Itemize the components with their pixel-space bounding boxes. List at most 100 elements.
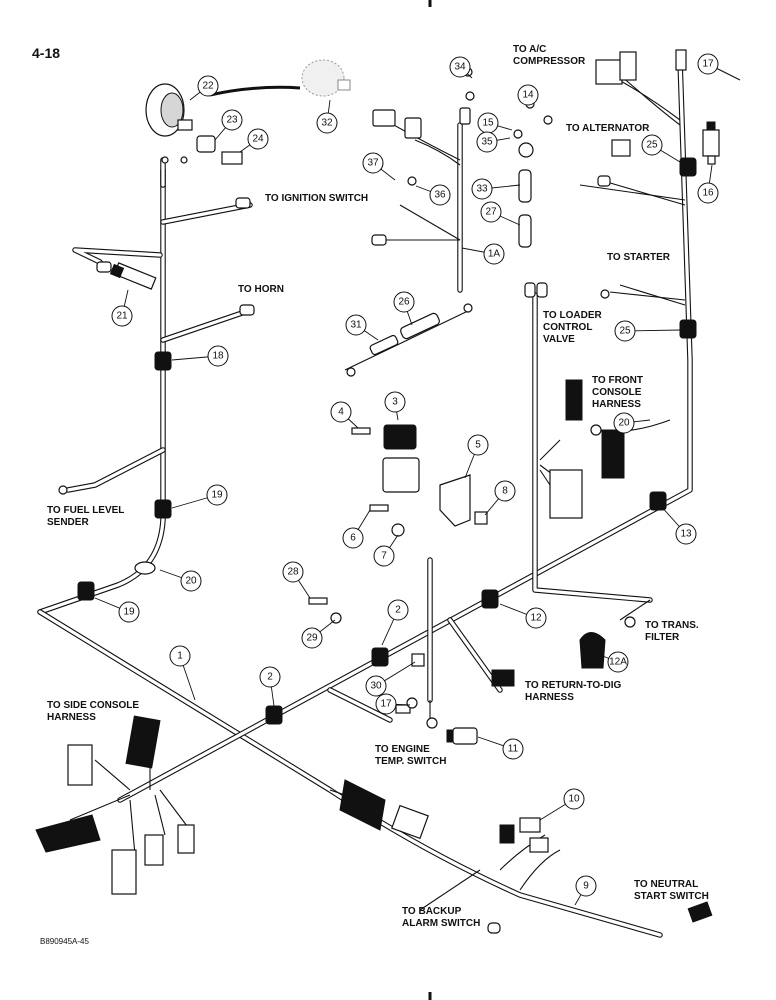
callout-circle [517,84,539,106]
callout-circle [316,112,338,134]
svg-text:TO A/C: TO A/C [513,44,546,55]
svg-text:VALVE: VALVE [543,334,575,345]
nut-8 [474,511,488,525]
side-console-connectors [35,715,195,895]
svg-text:TO FRONT: TO FRONT [592,375,643,386]
callout-number: 27 [485,207,497,218]
callout-circle [607,651,629,673]
callout-number: 1A [488,249,501,260]
horn-lead [209,85,301,97]
callout-number: 3 [392,397,398,408]
callout-number: 32 [321,118,333,129]
callout-number: 2 [395,605,401,616]
callout-circle [525,607,547,629]
callout-circle [483,243,505,265]
callout-28: 28 [282,561,311,599]
callout-circle [471,178,493,200]
callout-15: 15 [477,112,513,134]
label-to-alternator: TO ALTERNATOR [566,123,650,134]
svg-text:SENDER: SENDER [47,517,89,528]
svg-text:TO ALTERNATOR: TO ALTERNATOR [566,123,650,134]
callout-circle [180,570,202,592]
callout-circle [362,152,384,174]
callout-circle [342,527,364,549]
callout-circle [207,345,229,367]
callout-number: 2 [267,672,273,683]
callout-number: 30 [370,681,382,692]
callout-1: 1 [169,645,196,701]
callout-number: 19 [123,607,135,618]
callout-circle [111,305,133,327]
callout-circle [575,875,597,897]
callout-16: 16 [697,164,719,204]
callout-number: 35 [481,137,493,148]
switch-16 [702,121,720,165]
callout-number: 23 [226,115,238,126]
spring-26-31 [344,309,471,371]
callout-circle [476,131,498,153]
callout-number: 12 [530,613,542,624]
callout-number: 20 [185,576,197,587]
clamp-12 [481,589,499,609]
callout-number: 24 [252,134,264,145]
callout-36: 36 [415,184,451,206]
svg-text:TO RETURN-TO-DIG: TO RETURN-TO-DIG [525,680,622,691]
callout-4: 4 [330,401,359,429]
label-to-neutral-start-switch: TO NEUTRAL START SWITCH [634,879,709,902]
callout-7: 7 [373,534,399,567]
bracket-5 [439,474,471,527]
fitting-23 [196,135,216,153]
callout-32: 32 [316,99,338,134]
svg-text:CONTROL: CONTROL [543,322,592,333]
callout-number: 7 [381,551,387,562]
callout-number: 22 [202,81,214,92]
neutral-start-switch [687,901,713,923]
callout-circle [429,184,451,206]
svg-text:HARNESS: HARNESS [592,399,641,410]
label-to-return-to-dig-harness: TO RETURN-TO-DIG HARNESS [525,680,622,703]
svg-text:FILTER: FILTER [645,632,680,643]
callout-26: 26 [393,291,415,326]
callout-circle [393,291,415,313]
label-to-fuel-level-sender: TO FUEL LEVEL SENDER [47,505,124,528]
callout-number: 13 [680,529,692,540]
callout-number: 34 [454,62,466,73]
pressure-switch-32 [301,59,351,97]
fitting-24 [221,151,243,165]
washer-7 [391,523,405,537]
svg-text:TO STARTER: TO STARTER [607,252,671,263]
svg-text:TO BACKUP: TO BACKUP [402,906,462,917]
callout-circle [206,484,228,506]
callout-34: 34 [449,56,473,79]
label-to-front-console-harness: TO FRONT CONSOLE HARNESS [592,375,643,410]
callout-number: 11 [508,744,519,755]
callout-number: 20 [618,418,630,429]
callout-number: 15 [482,118,494,129]
callout-number: 26 [398,297,410,308]
sender-21 [109,262,157,290]
callout-number: 14 [522,90,534,101]
svg-text:COMPRESSOR: COMPRESSOR [513,56,586,67]
callout-number: 36 [434,190,446,201]
svg-text:TO TRANS.: TO TRANS. [645,620,699,631]
label-to-backup-alarm-switch: TO BACKUP ALARM SWITCH [402,906,480,929]
callout-circle [373,545,395,567]
callout-9: 9 [574,875,597,906]
callout-33: 33 [471,178,521,200]
label-to-ignition-switch: TO IGNITION SWITCH [265,193,368,204]
callout-6: 6 [342,509,371,549]
callout-17: 17 [697,53,719,75]
svg-text:TO NEUTRAL: TO NEUTRAL [634,879,698,890]
callout-balloons: 2232232434141535172516373633271A21263125… [94,53,719,906]
callout-number: 8 [502,486,508,497]
callout-2: 2 [381,599,409,646]
callout-number: 33 [476,184,488,195]
inline-connectors [339,669,549,853]
callout-12: 12 [499,603,547,629]
callout-circle [697,53,719,75]
callout-19: 19 [94,597,140,623]
callout-number: 28 [287,567,299,578]
svg-text:ALARM SWITCH: ALARM SWITCH [402,918,480,929]
callout-35: 35 [476,131,511,153]
clamp-19b [77,581,95,601]
